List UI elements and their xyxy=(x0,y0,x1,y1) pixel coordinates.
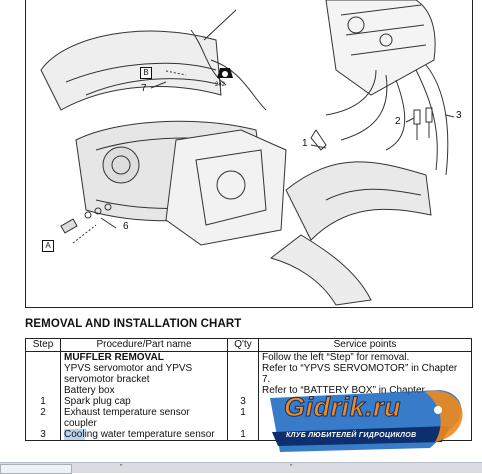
box-label-b: B xyxy=(140,67,152,79)
procedure-cell: Battery box xyxy=(60,385,228,396)
gidrik-watermark-logo: Gidrik.ru КЛУБ ЛЮБИТЕЛЕЙ ГИДРОЦИКЛОВ xyxy=(250,380,472,460)
header-procedure: Procedure/Part name xyxy=(60,338,228,352)
procedure-cell: Spark plug cap xyxy=(60,396,228,407)
taskbar-tab[interactable] xyxy=(0,464,72,474)
box-label-a: A xyxy=(42,240,54,252)
header-step: Step xyxy=(25,338,61,352)
procedure-cell: MUFFLER REMOVAL xyxy=(60,351,228,363)
badge-value: 242 xyxy=(215,82,226,88)
selected-text-highlight[interactable]: Cool xyxy=(64,429,85,440)
removal-installation-table: Step Procedure/Part name Q'ty Service po… xyxy=(25,338,472,441)
procedure-cell: Exhaust temperature sensor coupler xyxy=(60,407,228,429)
procedure-cell: YPVS servomotor and YPVS servomotor brac… xyxy=(60,363,228,385)
service-cell: Follow the left “Step” for removal. xyxy=(258,351,472,363)
watermark-tagline: КЛУБ ЛЮБИТЕЛЕЙ ГИДРОЦИКЛОВ xyxy=(286,432,417,439)
service-cell: Refer to “BATTERY BOX” in Chapter xyxy=(258,385,472,396)
procedure-cell: Cooling water temperature sensor xyxy=(60,429,228,441)
chart-heading: REMOVAL AND INSTALLATION CHART xyxy=(25,318,242,330)
table-row: YPVS servomotor and YPVS servomotor brac… xyxy=(25,363,472,385)
callout-1: 1 xyxy=(302,138,308,149)
header-qty: Q'ty xyxy=(227,338,259,352)
header-service: Service points xyxy=(258,338,472,352)
callout-7: 7 xyxy=(141,83,147,94)
callout-3: 3 xyxy=(456,110,462,121)
service-cell: Refer to “YPVS SERVOMOTOR” in Chapter 7. xyxy=(258,363,472,385)
table-row: MUFFLER REMOVAL Follow the left “Step” f… xyxy=(25,351,472,363)
technical-illustration: 1 2 3 6 7 A B 242 xyxy=(25,0,473,308)
torque-badge-icon xyxy=(217,68,233,78)
table-row: Battery box Refer to “BATTERY BOX” in Ch… xyxy=(25,385,472,396)
taskbar-glyph: " xyxy=(120,464,123,471)
watermark-brand: Gidrik.ru xyxy=(283,392,402,423)
exploded-diagram-drawing xyxy=(40,0,455,306)
callout-6: 6 xyxy=(123,221,129,232)
taskbar-glyph: " xyxy=(290,464,293,471)
bottom-taskbar: " " xyxy=(0,462,482,474)
callout-2: 2 xyxy=(395,116,401,127)
watermark-graphic xyxy=(270,390,463,452)
table-header-row: Step Procedure/Part name Q'ty Service po… xyxy=(25,338,472,352)
